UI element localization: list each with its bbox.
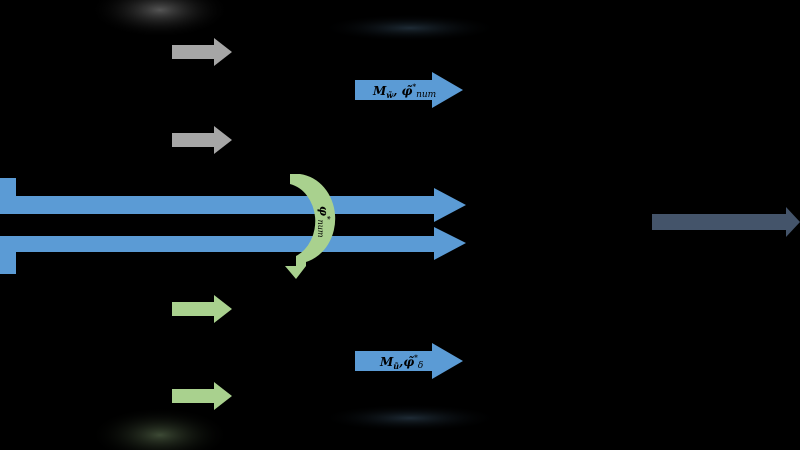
glow-top-right bbox=[320, 14, 500, 42]
green-arrow-2 bbox=[172, 382, 232, 410]
gray-arrow-1 bbox=[172, 38, 232, 66]
label-arrow-bottom bbox=[355, 343, 463, 379]
label-arrow-top bbox=[355, 72, 463, 108]
label-bottom: Mũ,φ̃*δ bbox=[379, 353, 423, 371]
output-arrow bbox=[652, 207, 800, 237]
label-top: Mw̃, φ̃*num bbox=[372, 82, 436, 100]
glow-bottom-left bbox=[90, 407, 230, 450]
glow-top-left bbox=[90, 0, 230, 38]
gray-arrow-2 bbox=[172, 126, 232, 154]
blue-bus-arrow-bottom bbox=[0, 227, 466, 274]
curve-label: φ*num bbox=[316, 206, 332, 238]
green-arrow-1 bbox=[172, 295, 232, 323]
green-curved-arrow bbox=[285, 174, 336, 279]
blue-bus-arrow-top bbox=[0, 178, 466, 222]
glow-bottom-right bbox=[320, 404, 500, 432]
